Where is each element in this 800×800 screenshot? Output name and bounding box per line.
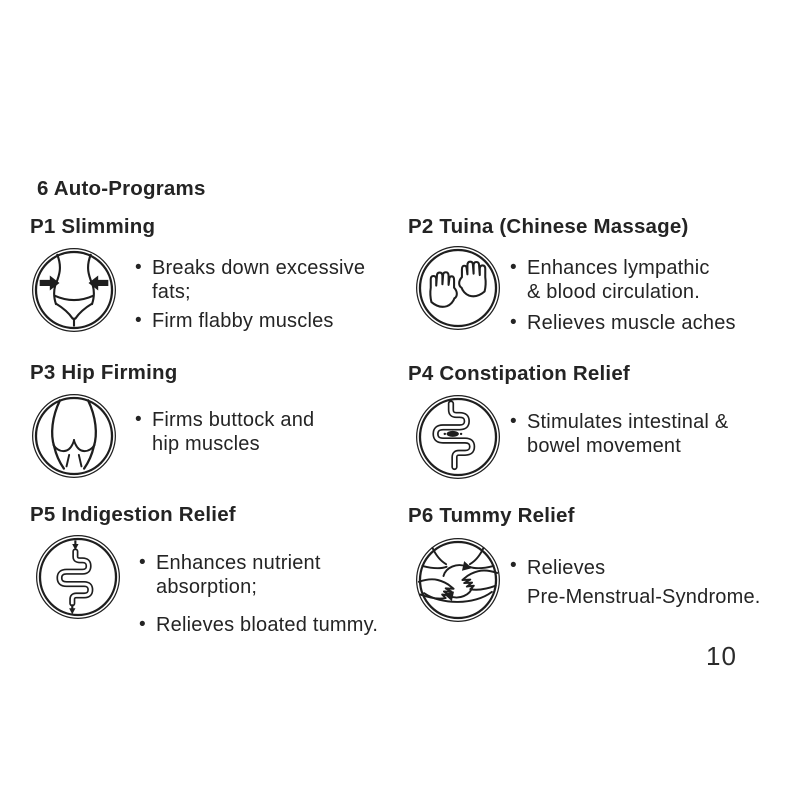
bullet-line: Breaks down excessive	[152, 257, 366, 279]
tummy-massage-icon	[414, 536, 502, 624]
program-p4-title: P4 Constipation Relief	[408, 362, 630, 385]
massage-hands-icon	[414, 244, 502, 332]
bullet-line: hip muscles	[152, 433, 260, 455]
program-p2-content: • Enhances lympathic& blood circulation.…	[408, 244, 800, 335]
slimming-waist-icon	[30, 246, 118, 334]
program-p4-bullets: • Stimulates intestinal &bowel movement	[502, 393, 728, 458]
program-p1-title: P1 Slimming	[30, 215, 156, 238]
program-p4-section: P4 Constipation Relief • Stimulates inte…	[408, 361, 800, 481]
program-p1-section: P1 Slimming	[30, 214, 405, 334]
program-p2-section: P2 Tuina (Chinese Massage) •	[408, 214, 800, 335]
bullet-line: Relieves	[527, 557, 606, 579]
bullet-line: & blood circulation.	[527, 281, 700, 303]
program-p3-section: P3 Hip Firming	[30, 360, 405, 480]
program-p5-section: P5 Indigestion Relief • Enhances nutrie	[30, 502, 405, 637]
bullet-item: • Stimulates intestinal &bowel movement	[510, 410, 728, 458]
page-heading: 6 Auto-Programs	[37, 177, 206, 200]
hip-buttocks-icon	[30, 392, 118, 480]
bullet-dot: •	[510, 555, 517, 576]
program-p4-content: • Stimulates intestinal &bowel movement	[408, 393, 800, 481]
program-p6-title: P6 Tummy Relief	[408, 504, 575, 527]
bullet-item: • Enhances lympathic& blood circulation.	[510, 256, 736, 304]
bullet-dot: •	[139, 614, 146, 635]
bullet-item: • Relieves muscle aches	[510, 311, 736, 335]
bullet-line: Firm flabby muscles	[152, 310, 334, 332]
bullet-dot: •	[139, 552, 146, 573]
bullet-dot: •	[135, 310, 142, 331]
bullet-line: Enhances lympathic	[527, 257, 710, 279]
bullet-dot: •	[135, 257, 142, 278]
bullet-dot: •	[135, 409, 142, 430]
intestine-blockage-icon	[414, 393, 502, 481]
bullet-line: Stimulates intestinal &	[527, 411, 729, 433]
intestine-flow-icon	[34, 533, 122, 621]
bullet-line: Pre-Menstrual-Syndrome.	[527, 586, 761, 608]
program-p3-title: P3 Hip Firming	[30, 361, 178, 384]
bullet-line: Enhances nutrient	[156, 552, 321, 574]
program-p2-title: P2 Tuina (Chinese Massage)	[408, 215, 689, 238]
bullet-item: • Relieves bloated tummy.	[139, 613, 378, 637]
bullet-line: bowel movement	[527, 435, 681, 457]
bullet-item: • Firm flabby muscles	[135, 309, 365, 333]
bullet-line: Relieves muscle aches	[527, 312, 736, 334]
bullet-dot: •	[510, 411, 517, 432]
program-p6-section: P6 Tummy Relief	[408, 503, 800, 624]
bullet-line: Firms buttock and	[152, 409, 315, 431]
page-number: 10	[706, 641, 737, 671]
bullet-dot: •	[510, 312, 517, 333]
program-p2-bullets: • Enhances lympathic& blood circulation.…	[502, 244, 736, 335]
bullet-dot: •	[510, 257, 517, 278]
bullet-line: Relieves bloated tummy.	[156, 614, 379, 636]
bullet-line: fats;	[152, 281, 191, 303]
bullet-line: absorption;	[156, 576, 258, 598]
program-p5-title: P5 Indigestion Relief	[30, 503, 236, 526]
